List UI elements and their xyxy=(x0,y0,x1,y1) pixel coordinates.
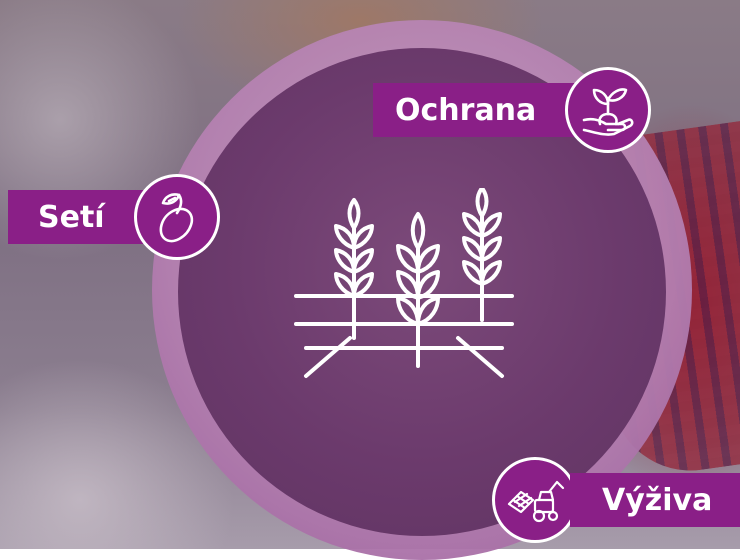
hand-plant-icon xyxy=(578,80,638,140)
seti-badge[interactable] xyxy=(134,174,220,260)
vyziva-label-text: Výživa xyxy=(602,483,712,518)
vyziva-badge[interactable] xyxy=(492,457,578,543)
seti-label[interactable]: Setí xyxy=(8,190,148,244)
ochrana-label[interactable]: Ochrana xyxy=(373,83,593,137)
vyziva-label[interactable]: Výživa xyxy=(570,473,740,527)
tractor-field-icon xyxy=(505,470,565,530)
ochrana-label-text: Ochrana xyxy=(395,93,536,128)
ochrana-badge[interactable] xyxy=(565,67,651,153)
seed-sprout-icon xyxy=(147,187,207,247)
wheat-field-icon xyxy=(288,188,520,388)
seti-label-text: Setí xyxy=(38,200,105,235)
